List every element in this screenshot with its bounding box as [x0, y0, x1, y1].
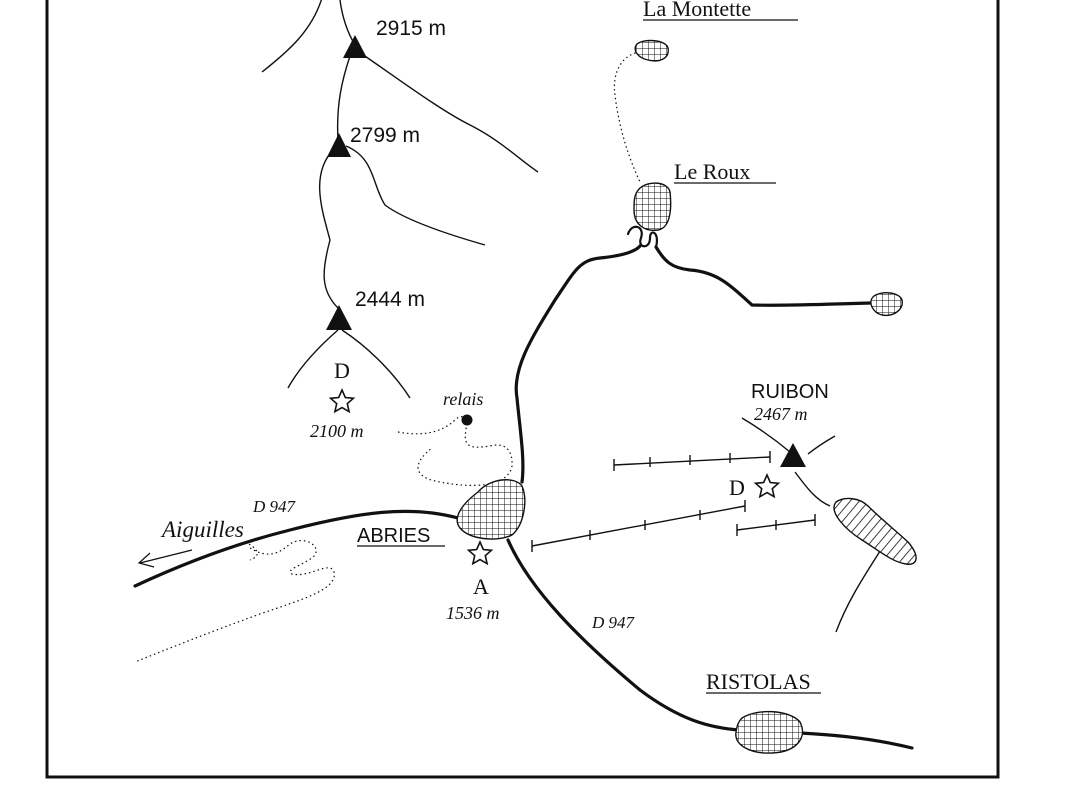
- ridge-lines: [261, 0, 883, 633]
- label-abries: ABRIES: [357, 525, 430, 547]
- summit-2915-icon: [343, 35, 367, 58]
- ski-lifts: [531, 451, 816, 552]
- label-ruibon-altitude: 2467 m: [754, 404, 808, 424]
- relais-dot-icon: [461, 414, 473, 426]
- village-le-roux: [633, 182, 672, 231]
- label-d947-west: D 947: [252, 497, 297, 516]
- star-a-icon: [467, 541, 493, 565]
- label-a: A: [473, 574, 489, 599]
- label-ruibon: RUIBON: [751, 381, 829, 403]
- label-ristolas: RISTOLAS: [706, 669, 811, 694]
- summit-2799-icon: [327, 133, 351, 157]
- village-ristolas: [735, 710, 804, 754]
- roads: [133, 225, 914, 750]
- arrow-left-icon: [137, 549, 193, 568]
- label-le-roux: Le Roux: [674, 159, 750, 184]
- label-summit-2915: 2915 m: [376, 17, 446, 40]
- label-d-right: D: [729, 475, 745, 500]
- village-la-montette: [634, 39, 669, 62]
- label-summit-2444: 2444 m: [355, 288, 425, 311]
- label-a-altitude: 1536 m: [446, 603, 500, 623]
- village-east-hamlet: [870, 292, 903, 317]
- star-d-left-icon: [329, 389, 355, 413]
- label-d-left: D: [334, 358, 350, 383]
- village-abries: [456, 479, 526, 540]
- label-la-montette: La Montette: [643, 0, 751, 21]
- label-aiguilles: Aiguilles: [160, 517, 244, 542]
- label-relais: relais: [443, 389, 483, 409]
- label-d947-south: D 947: [591, 613, 636, 632]
- map-frame: [45, 0, 1000, 779]
- label-d-left-altitude: 2100 m: [310, 421, 364, 441]
- star-d-right-icon: [754, 474, 780, 498]
- label-summit-2799: 2799 m: [350, 124, 420, 147]
- footpaths: [134, 51, 641, 663]
- hatched-zone: [833, 497, 917, 565]
- summit-ruibon-icon: [780, 443, 806, 467]
- summit-2444-icon: [326, 305, 352, 330]
